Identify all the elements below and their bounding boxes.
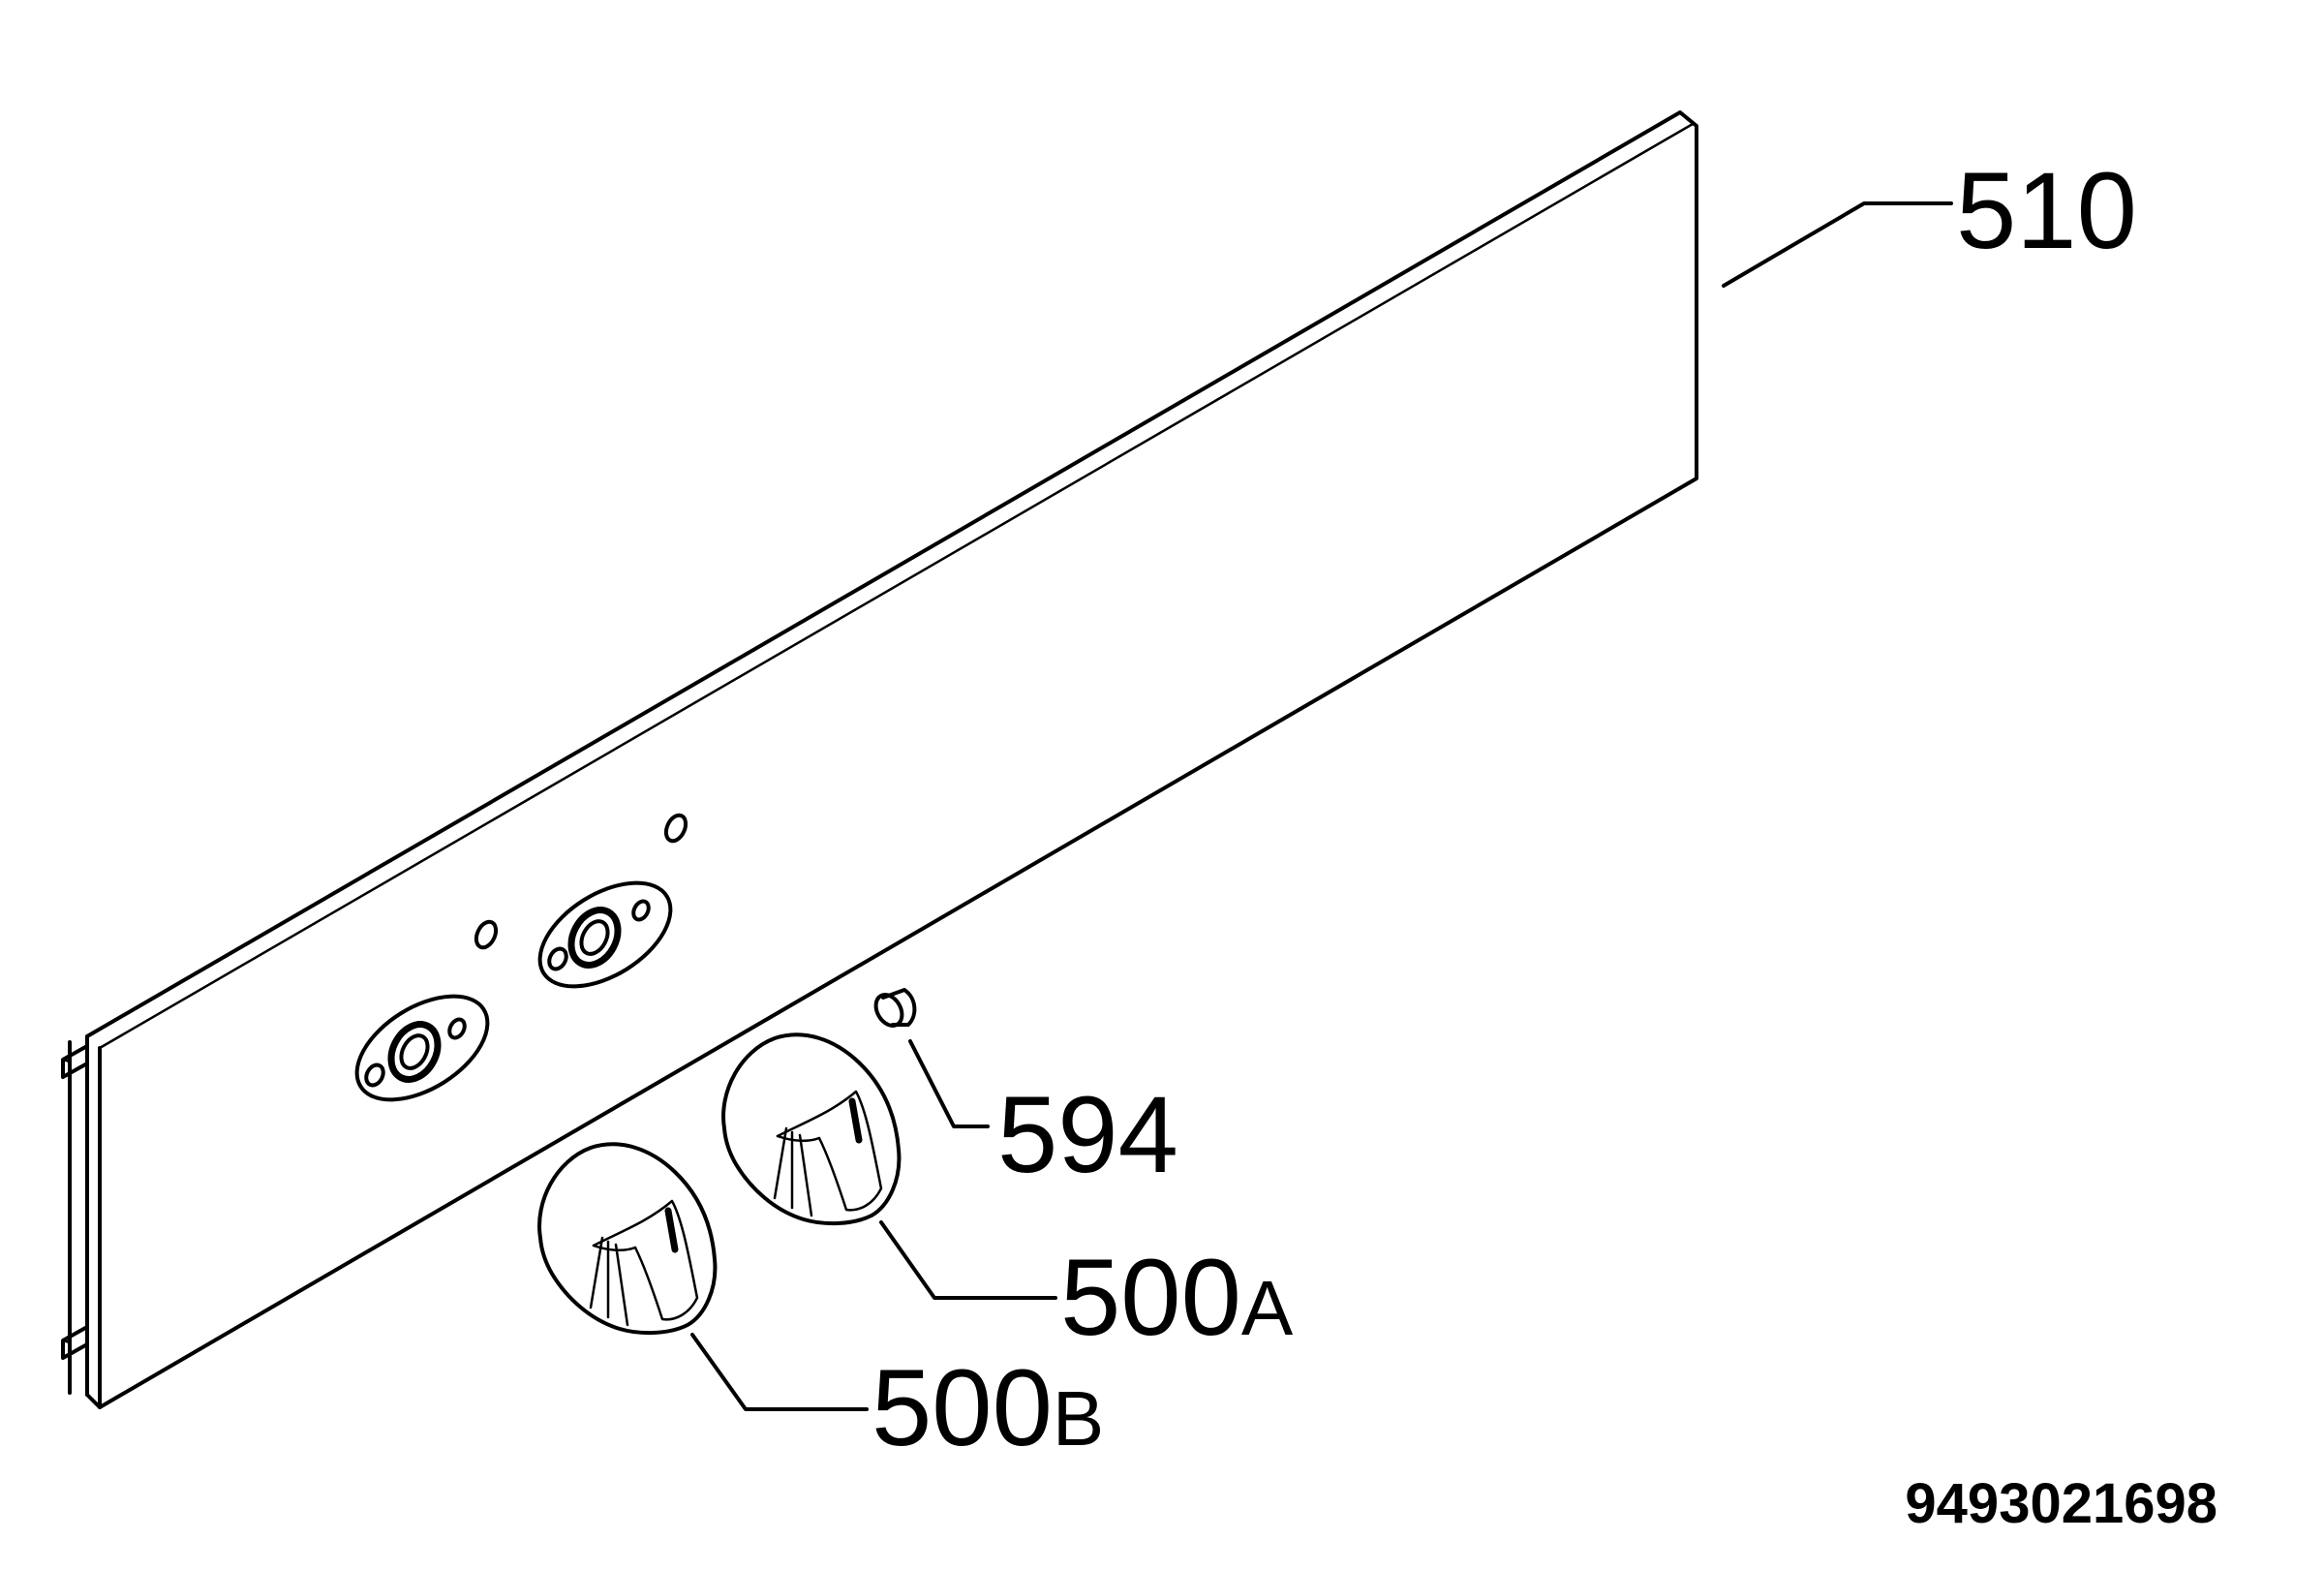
document-number: 9493021698 — [1905, 1472, 2217, 1535]
knob-hole-left — [354, 994, 490, 1102]
indicator-hole-left — [474, 919, 499, 950]
leader-500a — [879, 1220, 1057, 1300]
callout-500a: 500A — [1060, 1237, 1294, 1358]
control-panel — [61, 110, 1698, 1409]
indicator-plug — [873, 988, 917, 1028]
knob-hole-right — [537, 880, 673, 989]
callout-500b: 500B — [872, 1347, 1104, 1468]
leader-500b — [690, 1333, 869, 1411]
callout-510: 510 — [1956, 150, 2137, 271]
callout-594: 594 — [997, 1074, 1178, 1195]
leader-510 — [1722, 201, 1953, 288]
leader-594 — [908, 1039, 990, 1128]
control-knob-a — [721, 1032, 902, 1226]
control-knob-b — [537, 1142, 718, 1336]
indicator-hole-right — [663, 813, 688, 844]
